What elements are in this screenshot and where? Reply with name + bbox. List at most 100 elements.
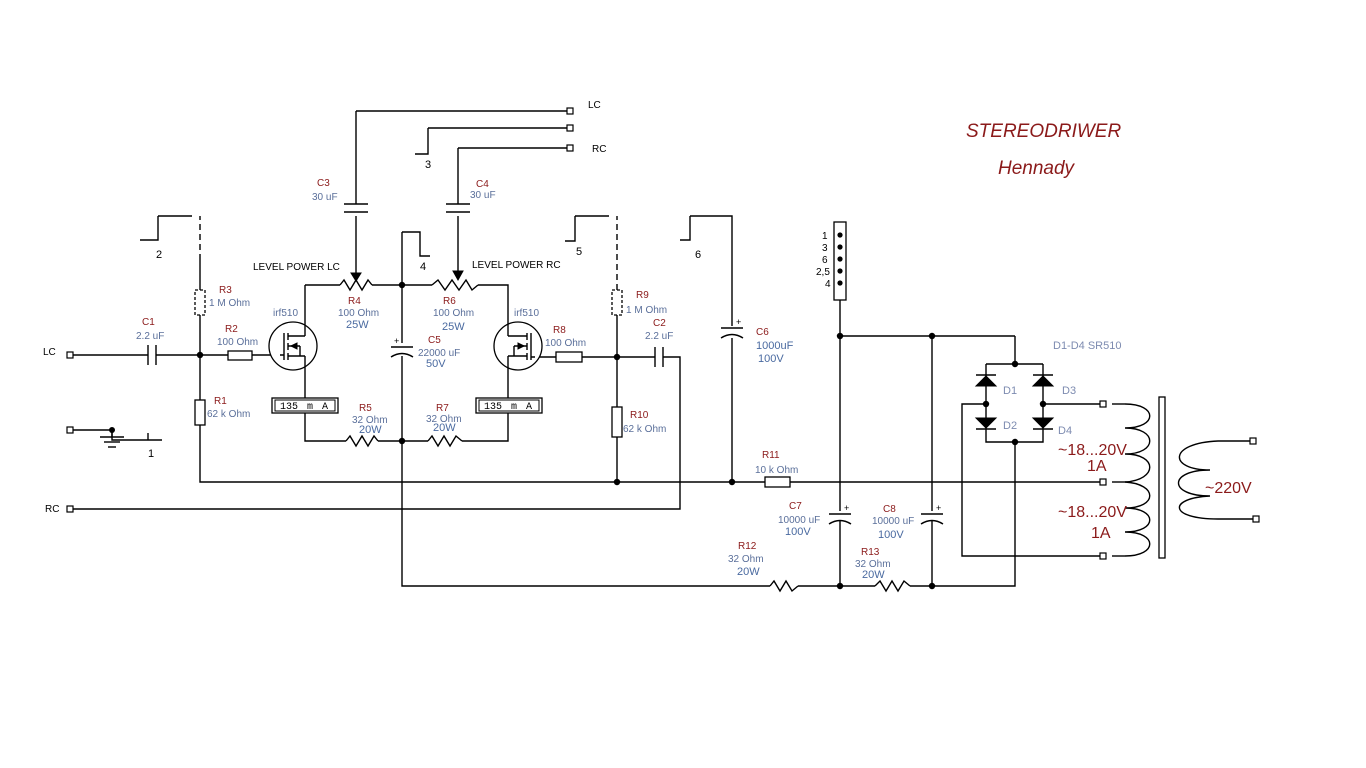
pin-connector: 1 3 6 2,5 4 xyxy=(816,221,847,301)
meter-left-symbol: A xyxy=(322,402,328,413)
terminal-rc-in[interactable] xyxy=(66,505,74,513)
ground-label-1: 1 xyxy=(148,448,154,460)
resistor-r7 xyxy=(427,434,463,448)
junction-dot xyxy=(1011,360,1019,368)
ref-r8: R8 xyxy=(553,325,566,336)
schematic-title: STEREODRIWER xyxy=(966,121,1121,142)
terminal-sec-center[interactable] xyxy=(1099,478,1107,486)
capacitor-c7: + xyxy=(828,503,852,525)
wires xyxy=(72,110,1255,587)
capacitor-c1 xyxy=(147,345,157,365)
ground-label-6: 6 xyxy=(695,249,701,261)
ground-label-2: 2 xyxy=(156,249,162,261)
ref-r4: R4 xyxy=(348,296,361,307)
ref-r11: R11 xyxy=(762,450,780,461)
ref-c1: C1 xyxy=(142,317,155,328)
resistor-r1 xyxy=(194,399,206,426)
resistor-r12 xyxy=(769,579,799,593)
meter-right-unit: m xyxy=(511,402,517,413)
meter-right-value: 135 xyxy=(484,402,502,413)
pin-label: 2,5 xyxy=(816,267,830,278)
level-power-rc-label: LEVEL POWER RC xyxy=(472,260,561,271)
ref-r1: R1 xyxy=(214,396,227,407)
rating-r7: 20W xyxy=(433,422,456,434)
meter-left-value: 135 xyxy=(280,402,298,413)
resistor-r3 xyxy=(194,289,206,316)
capacitor-c8: + xyxy=(920,503,944,525)
resistor-r11 xyxy=(764,476,791,488)
diode-d1 xyxy=(974,374,998,387)
svg-text:+: + xyxy=(844,503,849,513)
value-r10: 62 k Ohm xyxy=(623,424,666,435)
schematic-author: Hennady xyxy=(998,158,1076,179)
ref-c4: C4 xyxy=(476,179,489,190)
junction-dot xyxy=(836,332,844,340)
resistor-r5 xyxy=(345,434,379,448)
junction-dot xyxy=(836,582,844,590)
ammeter-left: 135 m A xyxy=(271,397,339,414)
pin-label: 3 xyxy=(822,243,828,254)
terminal-primary-a[interactable] xyxy=(1249,437,1257,445)
mosfet-q2 xyxy=(493,321,543,371)
value-r12: 32 Ohm xyxy=(728,554,764,565)
terminal-ground-in[interactable] xyxy=(66,426,74,434)
value-r2: 100 Ohm xyxy=(217,337,258,348)
rating-r13: 20W xyxy=(862,569,885,581)
capacitor-c5: + xyxy=(390,336,414,358)
terminal-gnd-out[interactable] xyxy=(566,124,574,132)
primary-voltage: ~220V xyxy=(1205,480,1252,497)
ref-c8: C8 xyxy=(883,504,896,515)
rating-c6: 100V xyxy=(758,353,784,365)
terminal-primary-b[interactable] xyxy=(1252,515,1260,523)
value-c3: 30 uF xyxy=(312,192,338,203)
terminal-sec1-a[interactable] xyxy=(1099,400,1107,408)
junction-dot xyxy=(928,582,936,590)
diode-d3 xyxy=(1031,374,1055,387)
value-r5: 32 Ohm xyxy=(352,415,388,426)
rating-c8: 100V xyxy=(878,529,904,541)
junction-dot xyxy=(1011,438,1019,446)
diode-d4 xyxy=(1031,417,1055,430)
diode-d2 xyxy=(974,417,998,430)
value-c4: 30 uF xyxy=(470,190,496,201)
capacitor-c6: + xyxy=(720,317,744,339)
ground-label-3: 3 xyxy=(425,159,431,171)
junction-dot xyxy=(398,281,406,289)
secondary1-voltage: ~18...20V xyxy=(1058,442,1127,459)
diodes-label: D1-D4 SR510 xyxy=(1053,340,1121,352)
ref-r13: R13 xyxy=(861,547,880,558)
resistor-r2 xyxy=(227,350,253,361)
terminal-rc-out[interactable] xyxy=(566,144,574,152)
terminal-label-rc-in: RC xyxy=(45,504,59,515)
terminal-lc-out[interactable] xyxy=(566,107,574,115)
ref-c3: C3 xyxy=(317,178,330,189)
value-r4: 100 Ohm xyxy=(338,308,379,319)
diode-name-d4: D4 xyxy=(1058,425,1072,437)
wiper-arrow-r6 xyxy=(452,270,464,282)
rating-r6: 25W xyxy=(442,321,465,333)
terminal-lc-in[interactable] xyxy=(66,351,74,359)
junction-dot xyxy=(196,351,204,359)
ground-label-5: 5 xyxy=(576,246,582,258)
value-r9: 1 M Ohm xyxy=(626,305,667,316)
value-c2: 2.2 uF xyxy=(645,331,673,342)
diode-name-d3: D3 xyxy=(1062,385,1076,397)
junction-dot xyxy=(613,353,621,361)
rating-r12: 20W xyxy=(737,566,760,578)
resistor-r9 xyxy=(611,289,623,316)
terminal-label-rc-out: RC xyxy=(592,144,606,155)
value-r8: 100 Ohm xyxy=(545,338,586,349)
meter-right-symbol: A xyxy=(526,402,532,413)
junction-dots xyxy=(109,281,1047,590)
value-c5: 22000 uF xyxy=(418,348,460,359)
ref-c7: C7 xyxy=(789,501,802,512)
value-c6: 1000uF xyxy=(756,340,794,352)
diode-name-d1: D1 xyxy=(1003,385,1017,397)
ground-symbol xyxy=(100,430,124,448)
meter-left-unit: m xyxy=(307,402,313,413)
capacitor-c3 xyxy=(344,203,368,213)
terminal-sec2-b[interactable] xyxy=(1099,552,1107,560)
pin-label: 4 xyxy=(825,279,831,290)
ref-r12: R12 xyxy=(738,541,757,552)
junction-dot xyxy=(398,437,406,445)
